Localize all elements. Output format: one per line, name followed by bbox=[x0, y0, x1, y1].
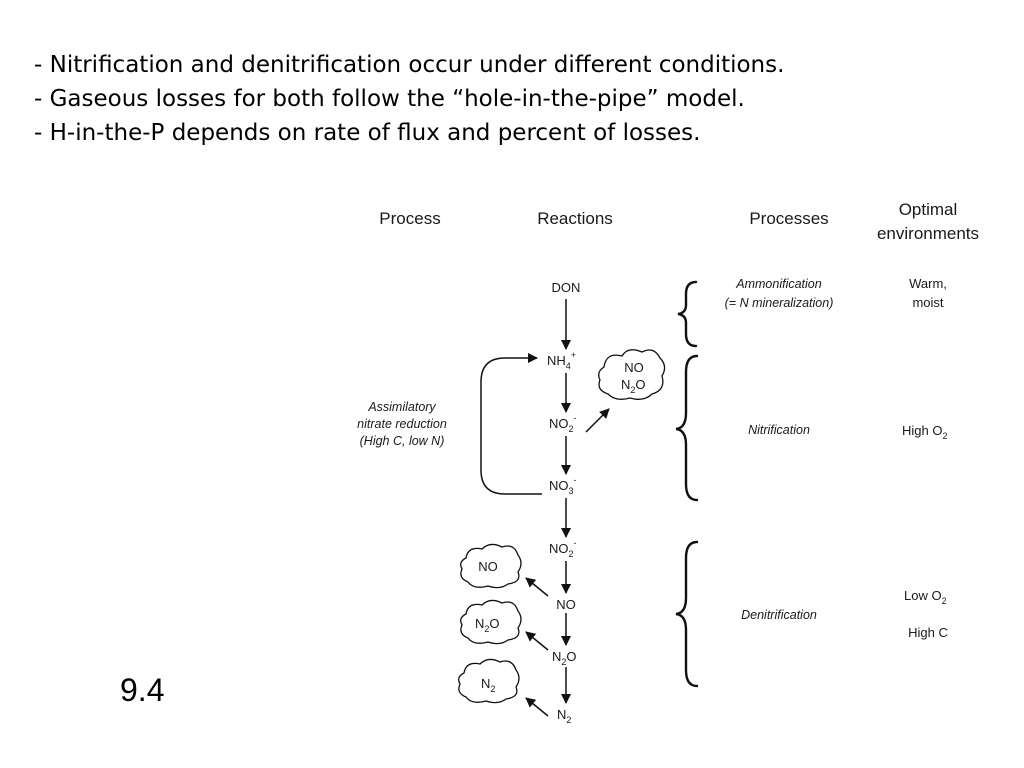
brace-ammonification bbox=[677, 280, 698, 348]
env-ammonification: Warm, bbox=[909, 276, 947, 291]
cloud-label-n2o: N2O bbox=[475, 616, 500, 634]
env-denitrification-o2: Low O2 bbox=[904, 588, 947, 606]
bullet-item: - H-in-the-P depends on rate of flux and… bbox=[34, 120, 701, 146]
brace-denitrification bbox=[675, 540, 699, 688]
process-ammonification: Ammonification bbox=[735, 277, 821, 291]
assimilatory-label: (High C, low N) bbox=[360, 434, 445, 448]
bullet-list: - Nitrification and denitrification occu… bbox=[34, 48, 784, 150]
species-no2-denitrification: NO2- bbox=[549, 538, 577, 559]
species-n2: N2 bbox=[557, 707, 571, 725]
cloud-label-no: NO bbox=[478, 559, 498, 574]
assimilatory-label: nitrate reduction bbox=[357, 417, 447, 431]
header-environments: environments bbox=[877, 224, 979, 243]
process-denitrification: Denitrification bbox=[741, 608, 817, 622]
species-nh4: NH4+ bbox=[547, 350, 576, 371]
env-denitrification-c: High C bbox=[908, 625, 948, 640]
gas-cloud-icon bbox=[460, 543, 522, 589]
brace-nitrification bbox=[675, 354, 699, 502]
bullet-item: - Gaseous losses for both follow the “ho… bbox=[34, 86, 745, 112]
arrow-no-to-cloud bbox=[525, 577, 549, 597]
env-ammonification: moist bbox=[912, 295, 943, 310]
env-nitrification: High O2 bbox=[902, 423, 947, 441]
slide-number: 9.4 bbox=[120, 672, 165, 708]
header-process: Process bbox=[379, 209, 440, 228]
gas-cloud-icon bbox=[458, 658, 520, 704]
species-no: NO bbox=[556, 597, 576, 612]
arrow-assimilatory-loop bbox=[480, 353, 542, 495]
species-no3: NO3- bbox=[549, 475, 577, 496]
process-ammonification-note: (= N mineralization) bbox=[725, 296, 834, 310]
gas-cloud-icon bbox=[598, 349, 666, 400]
species-n2o: N2O bbox=[552, 649, 577, 667]
species-no2: NO2- bbox=[549, 413, 577, 434]
arrow-n2-to-cloud bbox=[525, 697, 549, 717]
arrow-no2-to-cloud bbox=[585, 408, 610, 433]
cloud-label-n2o: N2O bbox=[621, 377, 646, 395]
gas-cloud-icon bbox=[460, 599, 522, 645]
assimilatory-label: Assimilatory bbox=[367, 400, 436, 414]
process-nitrification: Nitrification bbox=[748, 423, 810, 437]
cloud-label-n2: N2 bbox=[481, 676, 495, 694]
header-processes: Processes bbox=[749, 209, 828, 228]
species-don: DON bbox=[552, 280, 581, 295]
bullet-item: - Nitrification and denitrification occu… bbox=[34, 52, 785, 78]
cloud-label-no: NO bbox=[624, 360, 644, 375]
header-optimal: Optimal bbox=[899, 200, 958, 219]
header-reactions: Reactions bbox=[537, 209, 613, 228]
arrow-n2o-to-cloud bbox=[525, 631, 549, 651]
